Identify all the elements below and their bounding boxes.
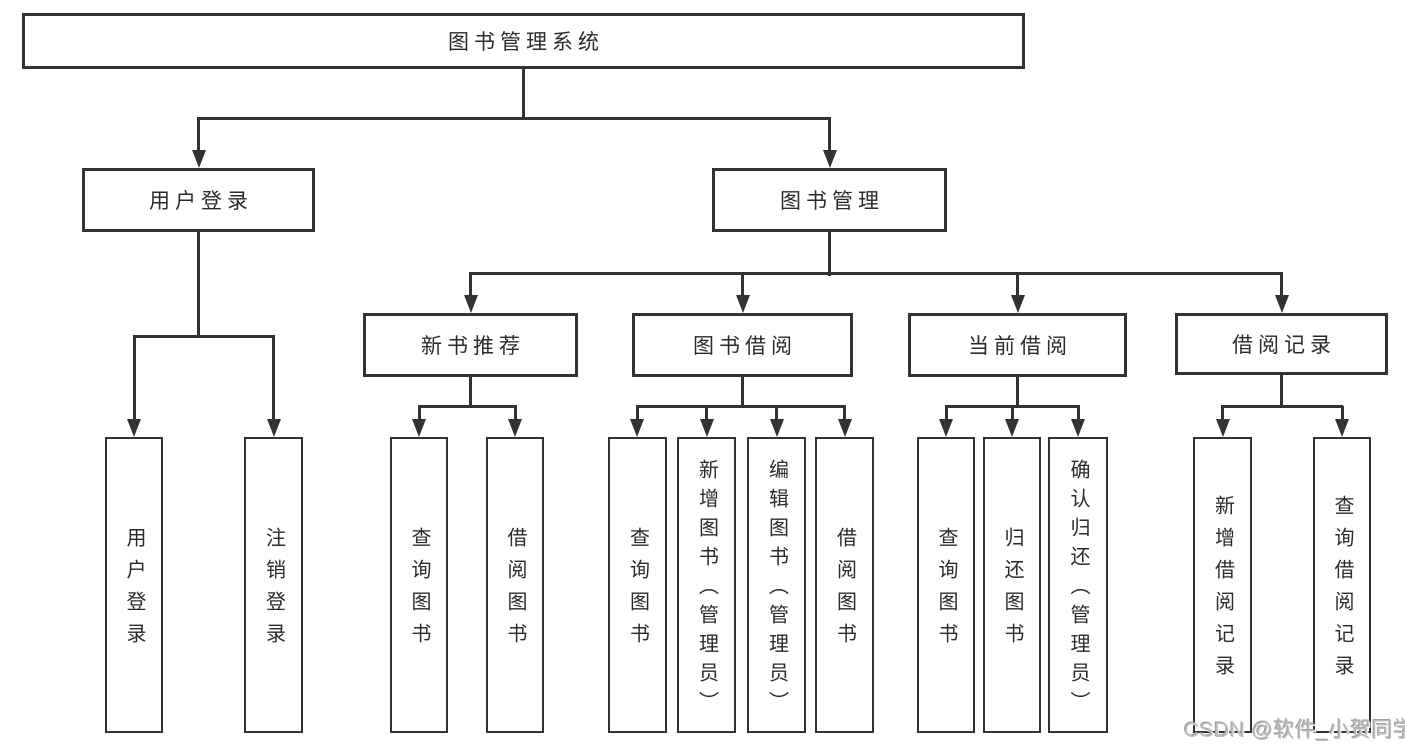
connector-user-login-stub	[197, 232, 200, 338]
leaf-current-query-books-label: 查询图书	[935, 527, 957, 655]
connector-records-stub	[1280, 375, 1283, 408]
arrow-down-icon	[508, 406, 522, 437]
arrow-down-icon	[1005, 406, 1019, 437]
leaf-borrowing-add-books-admin: 新增图书（管理员）	[677, 437, 736, 733]
arrow-down-icon	[191, 118, 206, 168]
connector-level2-rail	[197, 116, 831, 120]
leaf-current-return-books: 归还图书	[983, 437, 1041, 733]
node-current-borrowing-label: 当前借阅	[968, 335, 1072, 358]
leaf-records-add-record-label: 新增借阅记录	[1211, 495, 1234, 687]
connector-new-books-stub	[469, 377, 472, 408]
csdn-watermark: CSDN @软件_小贺同学	[1184, 719, 1405, 742]
connector-borrowing-rail	[635, 404, 846, 408]
node-book-management: 图书管理	[712, 168, 947, 232]
leaf-current-query-books: 查询图书	[917, 437, 975, 733]
leaf-newbooks-query-books: 查询图书	[390, 437, 448, 733]
arrow-down-icon	[1010, 273, 1025, 313]
connector-new-books-rail	[417, 404, 517, 408]
node-borrow-records: 借阅记录	[1175, 313, 1388, 375]
node-library-system: 图书管理系统	[22, 13, 1025, 69]
leaf-records-query-record-label: 查询借阅记录	[1331, 495, 1353, 687]
arrow-down-icon	[266, 336, 281, 437]
leaf-logout-label: 注销登录	[262, 527, 285, 655]
node-user-login-group-label: 用户登录	[149, 190, 253, 213]
leaf-borrowing-add-books-admin-label: 新增图书（管理员）	[695, 459, 718, 720]
connector-borrowing-stub	[741, 377, 744, 408]
arrow-down-icon	[822, 118, 837, 168]
node-user-login-group: 用户登录	[82, 168, 315, 232]
connector-level3-rail	[469, 271, 1283, 275]
leaf-newbooks-borrow-books-label: 借阅图书	[504, 527, 526, 655]
arrow-down-icon	[769, 406, 784, 437]
leaf-borrowing-borrow-books: 借阅图书	[815, 437, 874, 733]
arrow-down-icon	[412, 406, 426, 437]
leaf-current-confirm-return-admin: 确认归还（管理员）	[1048, 437, 1108, 733]
connector-current-stub	[1016, 377, 1019, 408]
arrow-down-icon	[463, 273, 478, 313]
leaf-borrowing-query-books-label: 查询图书	[626, 527, 649, 655]
arrow-down-icon	[630, 406, 644, 437]
arrow-down-icon	[1274, 273, 1289, 313]
leaf-borrowing-borrow-books-label: 借阅图书	[833, 527, 856, 655]
leaf-borrowing-edit-books-admin: 编辑图书（管理员）	[747, 437, 806, 733]
arrow-down-icon	[127, 336, 141, 437]
connector-user-login-rail	[132, 334, 275, 338]
connector-records-rail	[1221, 404, 1343, 408]
leaf-borrowing-edit-books-admin-label: 编辑图书（管理员）	[765, 459, 788, 720]
node-borrow-records-label: 借阅记录	[1232, 334, 1336, 357]
leaf-user-login-label: 用户登录	[123, 527, 145, 655]
arrow-down-icon	[1335, 406, 1349, 437]
connector-root-stub	[521, 69, 525, 119]
arrow-down-icon	[939, 406, 953, 437]
arrow-down-icon	[1071, 406, 1085, 437]
leaf-borrowing-query-books: 查询图书	[608, 437, 667, 733]
arrow-down-icon	[699, 406, 714, 437]
arrow-down-icon	[837, 406, 852, 437]
arrow-down-icon	[735, 273, 750, 313]
leaf-current-confirm-return-admin-label: 确认归还（管理员）	[1067, 459, 1089, 720]
leaf-current-return-books-label: 归还图书	[1001, 527, 1023, 655]
leaf-records-add-record: 新增借阅记录	[1193, 437, 1252, 733]
node-book-borrowing-label: 图书借阅	[693, 335, 797, 358]
node-book-management-label: 图书管理	[780, 190, 884, 213]
node-book-borrowing: 图书借阅	[632, 313, 853, 377]
leaf-logout: 注销登录	[244, 437, 303, 733]
leaf-user-login: 用户登录	[105, 437, 163, 733]
node-new-book-recommend-label: 新书推荐	[421, 335, 525, 358]
arrow-down-icon	[1215, 406, 1230, 437]
leaf-newbooks-query-books-label: 查询图书	[408, 527, 430, 655]
connector-book-mgmt-stub	[828, 232, 831, 276]
leaf-records-query-record: 查询借阅记录	[1313, 437, 1371, 733]
node-library-system-label: 图书管理系统	[448, 31, 604, 54]
node-current-borrowing: 当前借阅	[908, 313, 1127, 377]
leaf-newbooks-borrow-books: 借阅图书	[486, 437, 544, 733]
node-new-book-recommend: 新书推荐	[363, 313, 578, 377]
